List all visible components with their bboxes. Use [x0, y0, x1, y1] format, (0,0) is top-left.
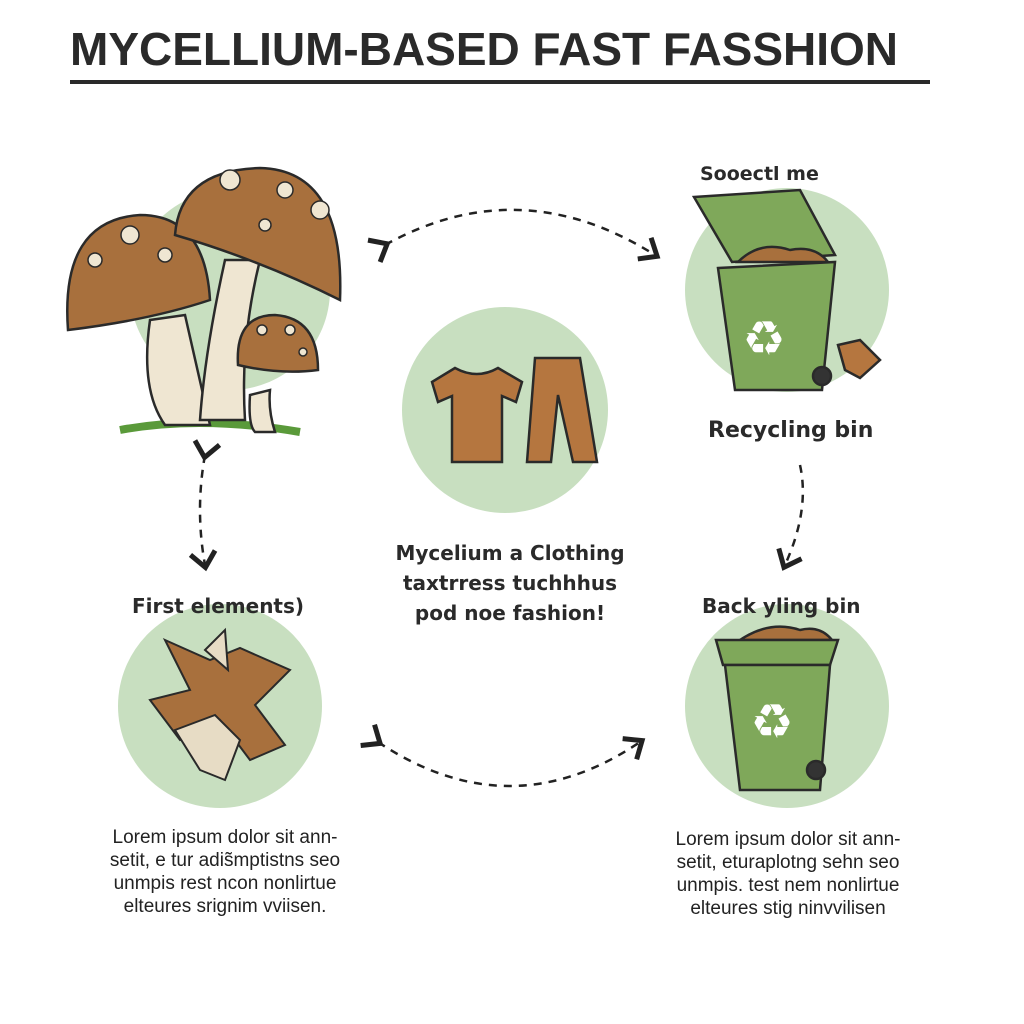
left-paragraph-line: Lorem ipsum dolor sit ann- — [112, 827, 338, 848]
recycling-bin-icon: ♻ — [691, 188, 882, 392]
mushroom-icon — [66, 166, 342, 436]
left-paragraph-line: unmpis rest ncon nonlirtue — [113, 873, 337, 894]
arrow-bottom — [360, 723, 646, 788]
svg-text:♻: ♻ — [742, 311, 785, 367]
cycle-arrows — [188, 208, 805, 788]
center-line-2: taxtrress tuchhhus — [402, 571, 618, 595]
arrow-top — [367, 208, 661, 263]
right-paragraph-line: elteures stig ninvvilisen — [690, 898, 886, 919]
recycling-bin-bottom-icon: ♻ — [714, 625, 840, 792]
top-right-caption: Sooectl me — [700, 163, 819, 185]
recycling-bin-label: Recycling bin — [708, 418, 874, 443]
clothing-icon — [430, 356, 599, 464]
left-paragraph: Lorem ipsum dolor sit ann- setit, e tur … — [65, 826, 385, 918]
right-paragraph-line: setit, eturaplotng sehn seo — [676, 852, 900, 873]
center-caption: Mycelium a Clothing taxtrress tuchhhus p… — [360, 538, 660, 628]
right-paragraph-line: unmpis. test nem nonlirtue — [676, 875, 900, 896]
pants-icon — [525, 356, 599, 464]
center-line-3: pod noe fashion! — [414, 601, 606, 625]
arrow-left — [188, 439, 222, 572]
right-paragraph: Lorem ipsum dolor sit ann- setit, eturap… — [628, 828, 948, 920]
arrow-right — [776, 464, 805, 571]
left-paragraph-line: elteures srignim vviisen. — [123, 896, 327, 917]
tshirt-icon — [430, 366, 524, 464]
right-paragraph-line: Lorem ipsum dolor sit ann- — [675, 829, 901, 850]
fabric-scraps-icon — [148, 627, 292, 782]
center-line-1: Mycelium a Clothing — [395, 541, 625, 565]
page-title: MYCELLIUM-BASED FAST FASSHION — [70, 22, 930, 84]
left-paragraph-line: setit, e tur adis̃mptistns seo — [109, 850, 341, 871]
back-yling-bin-label: Back yling bin — [702, 594, 861, 618]
svg-text:♻: ♻ — [750, 694, 793, 750]
first-elements-label: First elements) — [132, 594, 305, 618]
